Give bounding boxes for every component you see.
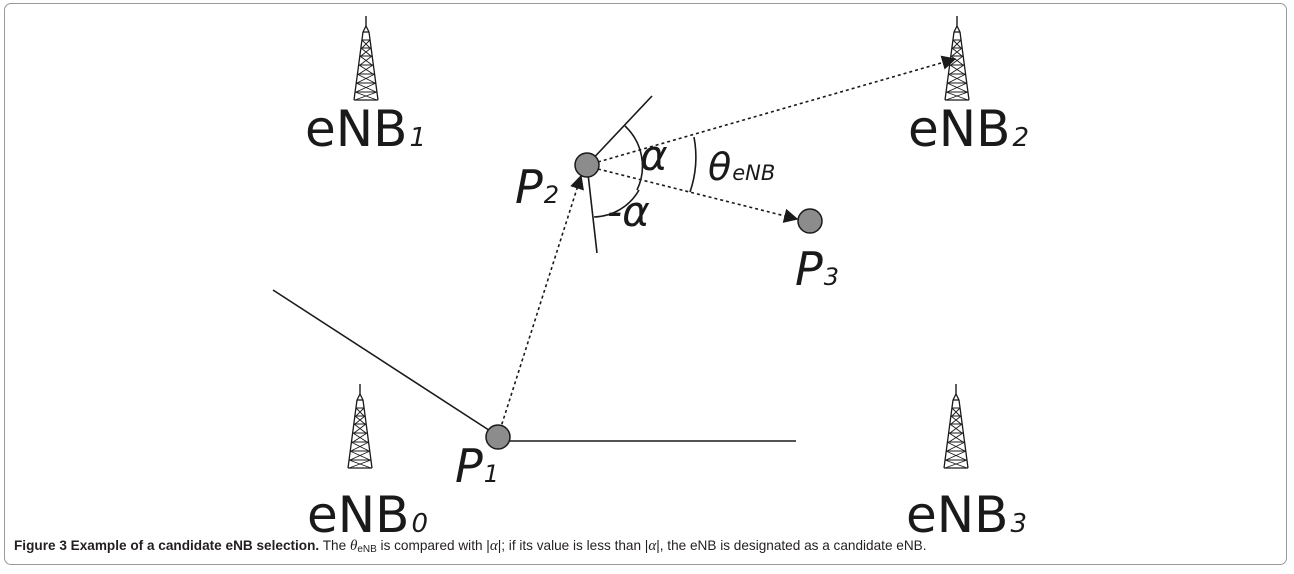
- caption-text-1: The: [319, 538, 350, 553]
- figure-caption: Figure 3 Example of a candidate eNB sele…: [14, 538, 1284, 555]
- caption-theta-sub: eNB: [357, 544, 377, 555]
- arrow-p2-to-p3: [597, 168, 799, 223]
- tower-icon-enb2: [944, 15, 970, 101]
- point-p3: [797, 208, 823, 234]
- tower-icon-enb0: [347, 383, 373, 469]
- point-p1: [485, 424, 511, 450]
- caption-text-3: |; if its value is less than |: [497, 538, 649, 553]
- caption-title: Figure 3 Example of a candidate eNB sele…: [14, 538, 320, 553]
- theta-arc: [689, 136, 697, 193]
- alpha-label: α: [640, 131, 668, 180]
- sector-boundary-upper: [586, 95, 653, 166]
- point-p2: [574, 152, 600, 178]
- caption-text-4: |, the eNB is designated as a candidate …: [656, 538, 927, 553]
- sector-boundary-lower: [586, 164, 598, 254]
- caption-text-2: is compared with |: [376, 538, 490, 553]
- arrow-p1-to-p2: [499, 174, 584, 431]
- figure-frame: [4, 3, 1287, 565]
- neg-alpha-arc: [593, 189, 640, 218]
- enb0-label: eNB0: [307, 486, 428, 544]
- arrow-p2-to-enb2: [597, 55, 957, 163]
- theta-enb-label: θeNB: [708, 145, 775, 189]
- enb2-label: eNB2: [908, 100, 1029, 158]
- enb1-label: eNB1: [305, 100, 426, 158]
- tower-icon-enb1: [353, 15, 379, 101]
- caption-alpha-1: α: [489, 538, 498, 554]
- enb3-label: eNB3: [906, 486, 1027, 544]
- neg-alpha-label: -α: [607, 187, 650, 236]
- p1-label: P1: [455, 439, 499, 493]
- p3-label: P3: [795, 242, 839, 296]
- alpha-arc: [624, 125, 644, 191]
- tower-icon-enb3: [943, 383, 969, 469]
- caption-theta: θ: [349, 538, 358, 554]
- caption-alpha-2: α: [648, 538, 657, 554]
- path-line-incoming: [272, 289, 499, 437]
- p2-label: P2: [515, 160, 559, 214]
